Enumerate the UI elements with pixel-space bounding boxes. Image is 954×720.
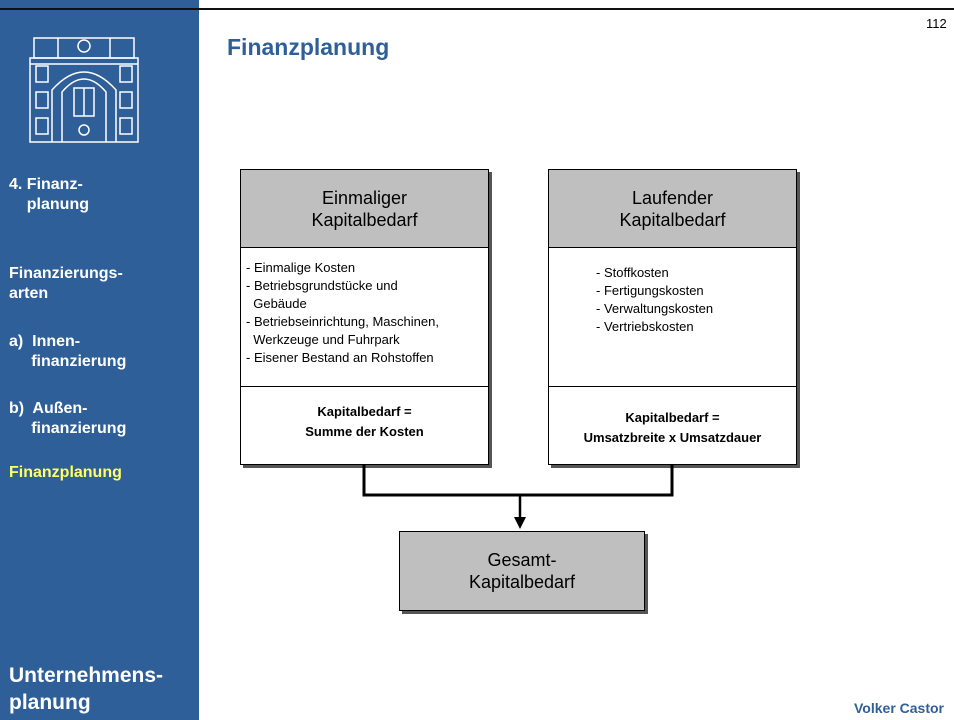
building-facade-logo [29,37,139,143]
running-capital-divider [549,386,796,387]
sidebar-item-innenfinanzierung[interactable]: a) Innen- finanzierung [9,333,127,370]
running-capital-formula-line1: Kapitalbedarf = [625,410,720,425]
one-time-capital-formula-line1: Kapitalbedarf = [317,404,412,419]
top-divider [0,8,954,10]
sidebar-item-aussenfinanzierung[interactable]: b) Außen- finanzierung [9,400,127,437]
author-name: Volker Castor [854,700,944,716]
one-time-capital-title-line2: Kapitalbedarf [311,209,418,230]
running-capital-header: Laufender Kapitalbedarf [549,170,796,248]
total-capital-title-line2: Kapitalbedarf [468,572,576,592]
running-capital-items: - Stoffkosten - Fertigungskosten - Verwa… [596,265,714,334]
running-capital-box: Laufender Kapitalbedarf - Stoffkosten - … [548,169,797,465]
page-title: Finanzplanung [227,34,390,60]
one-time-capital-items: - Einmalige Kosten - Betriebsgrundstücke… [246,260,439,365]
running-capital-title-line2: Kapitalbedarf [619,209,726,230]
sidebar: 4. Finanz- planung Finanzierungs- arten … [0,0,199,720]
sidebar-item-finanzplanung-active[interactable]: Finanzplanung [9,464,122,481]
diagram-connector-arrow [362,465,674,529]
running-capital-title-line1: Laufender [631,187,714,208]
total-capital-title-line1: Gesamt- [487,550,557,570]
one-time-capital-box: Einmaliger Kapitalbedarf - Einmalige Kos… [240,169,489,465]
one-time-capital-formula-line2: Summe der Kosten [305,424,424,439]
page-number: 112 [926,16,947,31]
sidebar-item-finanzplanung-chapter[interactable]: 4. Finanz- planung [9,176,89,213]
one-time-capital-divider [241,386,488,387]
sidebar-item-finanzierungsarten[interactable]: Finanzierungs- arten [9,265,123,302]
sidebar-section-title: Unternehmens- planung [9,664,164,714]
total-capital-box: Gesamt- Kapitalbedarf [399,531,645,611]
running-capital-formula-line2: Umsatzbreite x Umsatzdauer [583,430,762,445]
one-time-capital-header: Einmaliger Kapitalbedarf [241,170,488,248]
one-time-capital-title-line1: Einmaliger [321,187,408,208]
